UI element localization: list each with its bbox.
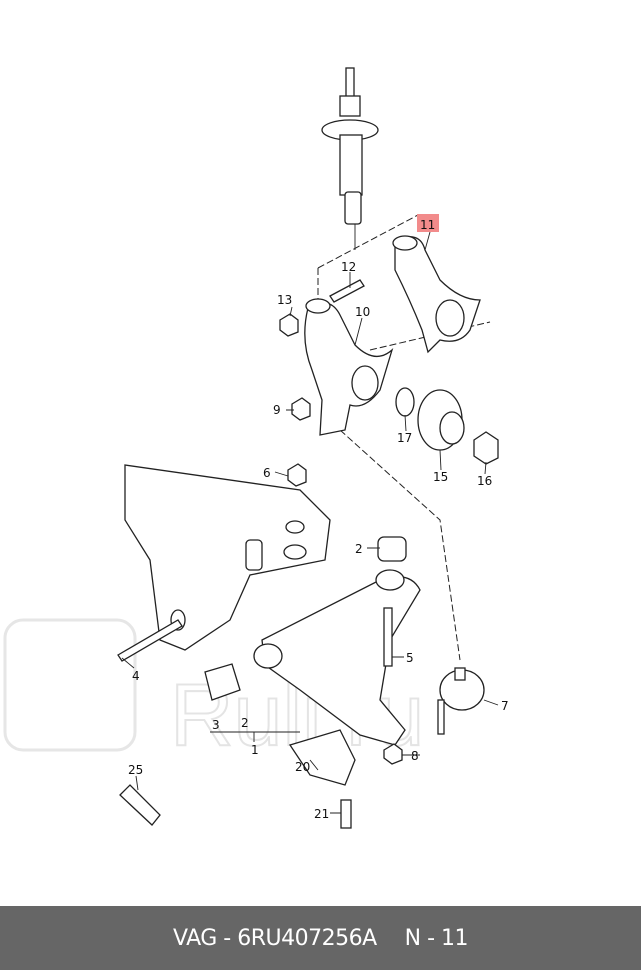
callout-1[interactable]: 1 — [251, 743, 259, 757]
part-info-footer: VAG - 6RU407256A N - 11 — [0, 906, 641, 970]
callout-16[interactable]: 16 — [477, 474, 492, 488]
wheel-hub-15 — [417, 389, 465, 451]
shock-absorber — [321, 67, 379, 250]
ball-joint-7 — [437, 667, 485, 735]
callout-20[interactable]: 20 — [295, 760, 310, 774]
callout-3[interactable]: 3 — [212, 718, 220, 732]
callout-12[interactable]: 12 — [341, 260, 356, 274]
callout-2b[interactable]: 2 — [241, 716, 249, 730]
nut-16 — [473, 431, 499, 465]
nut-8 — [383, 743, 403, 765]
grease-tube-25 — [119, 784, 161, 826]
callout-13[interactable]: 13 — [277, 293, 292, 307]
callout-10[interactable]: 10 — [355, 305, 370, 319]
callout-2[interactable]: 2 — [355, 542, 363, 556]
parts-diagram: Ruli.ru — [3, 67, 509, 829]
nut-6 — [287, 463, 307, 487]
callout-21[interactable]: 21 — [314, 807, 329, 821]
callout-4[interactable]: 4 — [132, 669, 140, 683]
callout-15[interactable]: 15 — [433, 470, 448, 484]
nut-13 — [279, 313, 299, 337]
nut-9 — [291, 397, 311, 421]
callout-7[interactable]: 7 — [501, 699, 509, 713]
cover-20 — [288, 729, 356, 786]
callout-25[interactable]: 25 — [128, 763, 143, 777]
steering-knuckle-10 — [304, 298, 394, 436]
callout-11[interactable]: 11 — [420, 218, 435, 232]
callout-9[interactable]: 9 — [273, 403, 281, 417]
callout-17[interactable]: 17 — [397, 431, 412, 445]
highlight-box — [417, 214, 439, 232]
callout-6[interactable]: 6 — [263, 466, 271, 480]
bolt-5 — [383, 607, 393, 667]
ring-17 — [395, 387, 415, 417]
bolt-12 — [329, 279, 365, 303]
bushing-3 — [204, 663, 241, 701]
part-number-label: VAG - 6RU407256A — [172, 925, 377, 951]
callout-8[interactable]: 8 — [411, 749, 419, 763]
control-arm-1 — [204, 536, 421, 746]
wheel-bearing-housing-11 — [392, 235, 481, 354]
bushing-2 — [377, 536, 407, 562]
callout-5[interactable]: 5 — [406, 651, 414, 665]
diagram-position-label: N - 11 — [404, 925, 469, 951]
bolt-21 — [340, 799, 352, 829]
bolt-4 — [117, 619, 183, 662]
